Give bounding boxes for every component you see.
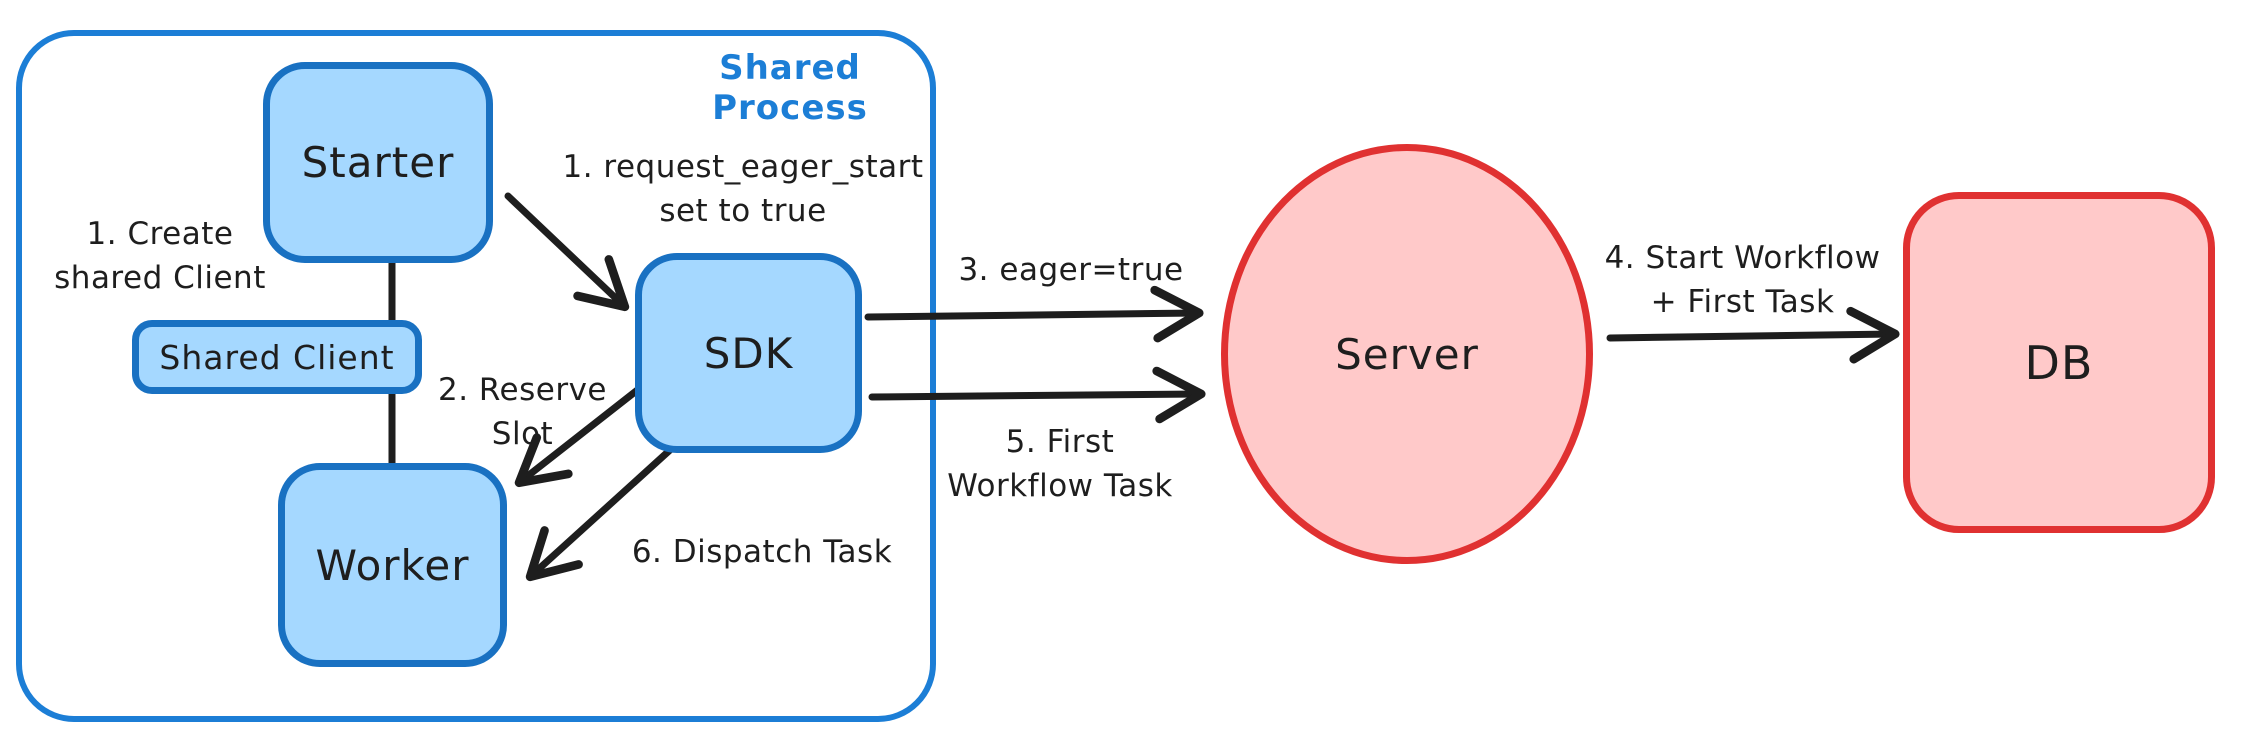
annotation-line: 5. First [1005,424,1115,460]
annotation-line: shared Client [54,260,266,296]
annotation-dispatch-task: 6. Dispatch Task [612,530,912,574]
annotation-line: 6. Dispatch Task [631,534,893,570]
annotation-line: 1. request_eager_start [562,149,924,185]
node-db-label: DB [2024,335,2094,390]
shared-process-label: Shared Process [712,48,868,128]
annotation-first-workflow-task: 5. First Workflow Task [940,420,1180,508]
node-starter: Starter [263,62,493,263]
annotation-line: Slot [491,416,554,452]
annotation-reserve-slot: 2. Reserve Slot [420,368,625,456]
node-db: DB [1903,192,2215,533]
annotation-eager-true: 3. eager=true [948,248,1194,292]
shared-process-container [16,30,936,722]
edge-sdk-server-eager [864,285,1204,343]
annotation-create-shared-client: 1. Create shared Client [30,212,290,300]
edge-sdk-worker-reserve [514,384,644,488]
annotation-line: 1. Create [86,216,234,252]
edge-sdk-worker-dispatch [525,446,674,582]
annotation-line: 3. eager=true [958,252,1184,288]
edge-starter-sdk [504,192,630,312]
edge-server-db [1606,306,1900,364]
annotation-request-eager-start: 1. request_eager_start set to true [537,145,949,233]
node-starter-label: Starter [301,138,455,187]
node-shared-client-label: Shared Client [159,337,395,377]
annotation-line: 4. Start Workflow [1604,240,1881,276]
node-shared-client: Shared Client [132,320,422,394]
edge-sdk-server-first-task [868,366,1206,424]
annotation-line: + First Task [1650,284,1835,320]
annotation-line: Workflow Task [947,468,1173,504]
annotation-start-workflow: 4. Start Workflow + First Task [1585,236,1900,324]
node-sdk-label: SDK [703,328,794,378]
node-worker: Worker [278,463,507,667]
node-worker-label: Worker [315,540,470,590]
node-server: Server [1221,144,1593,564]
node-sdk: SDK [635,253,862,453]
node-server-label: Server [1335,329,1479,379]
annotation-line: 2. Reserve [437,372,608,408]
annotation-line: set to true [659,193,827,229]
